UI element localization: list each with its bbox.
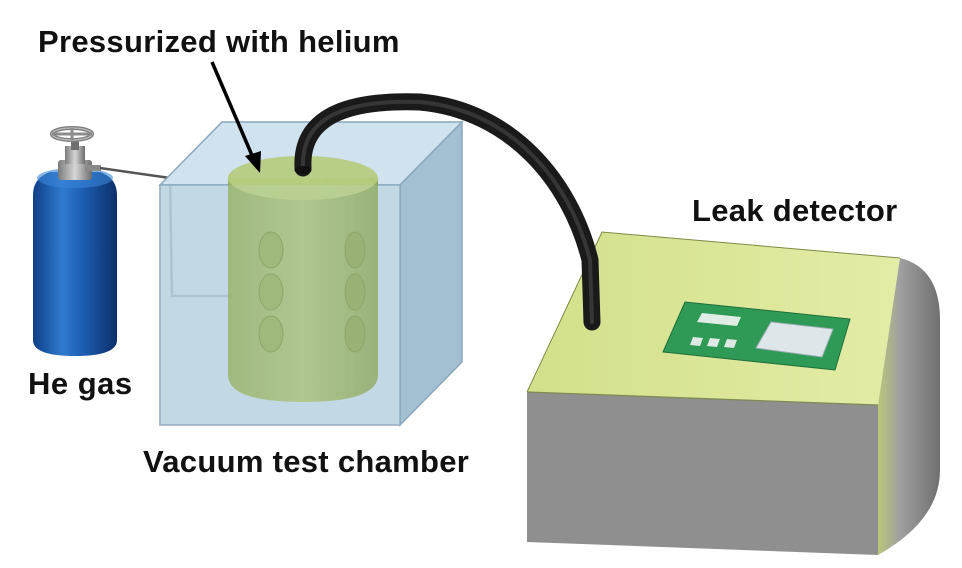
label-leak-detector: Leak detector [692,193,898,228]
label-vacuum-test-chamber: Vacuum test chamber [143,444,470,479]
label-he-gas: He gas [28,366,133,401]
control-panel-icon [662,301,851,371]
chamber-front-glass [160,185,400,425]
hose-icon [294,93,601,331]
test-vessel-icon [228,156,378,402]
valve-wheel-icon [50,126,94,142]
label-pressurized-with-helium: Pressurized with helium [38,24,400,59]
pointer-arrow [210,61,261,173]
helium-cylinder-icon [33,138,117,356]
